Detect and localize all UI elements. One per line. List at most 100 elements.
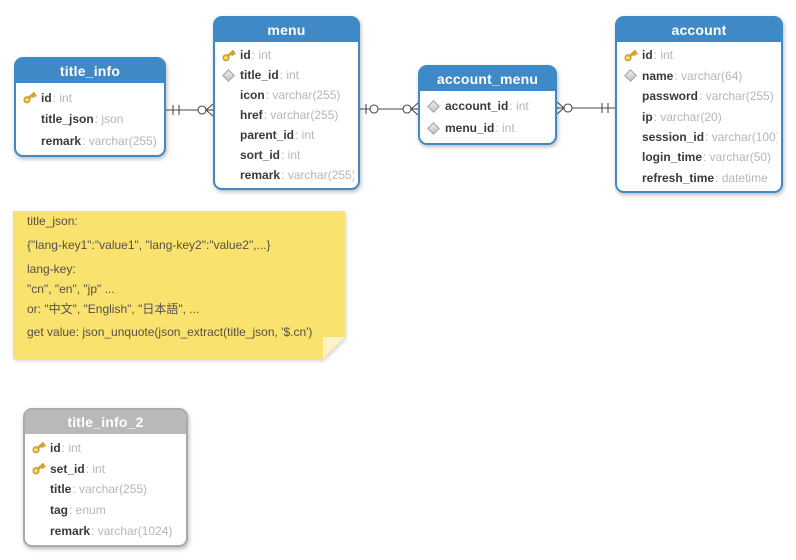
field-row-refresh_time[interactable]: refresh_time: datetime xyxy=(623,168,777,188)
field-name: href xyxy=(240,108,263,122)
field-row-menu_id[interactable]: menu_id: int xyxy=(426,118,551,138)
field-row-id[interactable]: id: int xyxy=(221,45,354,65)
field-row-id[interactable]: id: int xyxy=(31,438,182,458)
field-row-id[interactable]: id: int xyxy=(623,45,777,65)
field-row-tag[interactable]: tag: enum xyxy=(31,500,182,520)
field-name: title_id xyxy=(240,68,279,82)
field-type: : int xyxy=(295,128,315,142)
field-row-remark[interactable]: remark: varchar(1024) xyxy=(31,521,182,541)
field-type: : varchar(20) xyxy=(653,109,722,124)
field-name: id xyxy=(50,440,61,455)
field-row-title[interactable]: title: varchar(255) xyxy=(31,479,182,499)
field-name: refresh_time xyxy=(642,170,715,185)
field-name: sort_id xyxy=(240,148,281,162)
foreign-key-diamond-icon xyxy=(427,99,440,113)
field-name: name xyxy=(642,68,674,83)
field-name: account_id xyxy=(445,99,509,113)
field-row-login_time[interactable]: login_time: varchar(50) xyxy=(623,147,777,167)
field-name: title_json xyxy=(41,112,94,126)
field-row-parent_id[interactable]: parent_id: int xyxy=(221,125,354,145)
field-name: id xyxy=(240,48,251,62)
field-name: title xyxy=(50,482,72,497)
field-name: tag xyxy=(50,503,68,518)
field-row-name[interactable]: name: varchar(64) xyxy=(623,66,777,86)
field-row-sort_id[interactable]: sort_id: int xyxy=(221,145,354,165)
field-type: : int xyxy=(279,68,300,82)
primary-key-icon xyxy=(32,442,46,454)
table-title: account_menu xyxy=(420,67,555,93)
field-name: session_id xyxy=(642,129,705,144)
field-type: : int xyxy=(653,48,674,63)
field-type: : datetime xyxy=(715,170,768,185)
field-type: : varchar(255) xyxy=(699,89,774,104)
field-row-title_id[interactable]: title_id: int xyxy=(221,65,354,85)
field-row-ip[interactable]: ip: varchar(20) xyxy=(623,107,777,127)
sticky-note[interactable]: title_json: {"lang-key1":"value1", "lang-… xyxy=(13,211,345,359)
field-name: id xyxy=(642,48,653,63)
field-name: remark xyxy=(240,168,281,182)
note-line: lang-key: xyxy=(27,262,76,276)
primary-key-icon xyxy=(222,49,236,61)
field-row-account_id[interactable]: account_id: int xyxy=(426,96,551,116)
foreign-key-diamond-icon xyxy=(427,121,440,135)
note-line: title_json: xyxy=(27,214,78,228)
note-container: title_json: {"lang-key1":"value1", "lang-… xyxy=(13,203,345,359)
note-line: "cn", "en", "jp" ... xyxy=(27,282,115,296)
field-row-session_id[interactable]: session_id: varchar(100) xyxy=(623,127,777,147)
foreign-key-diamond-icon xyxy=(624,69,637,83)
table-title: account xyxy=(617,18,781,44)
field-type: : varchar(255) xyxy=(263,108,339,122)
field-type: : varchar(64) xyxy=(674,68,743,83)
field-type: : json xyxy=(94,112,124,126)
field-type: : int xyxy=(61,440,82,455)
relationship-title_info-menu[interactable] xyxy=(166,103,214,117)
field-type: : varchar(100) xyxy=(705,129,777,144)
field-name: parent_id xyxy=(240,128,295,142)
primary-key-icon xyxy=(32,463,46,475)
field-type: : int xyxy=(509,99,529,113)
relationship-menu-account_menu[interactable] xyxy=(360,102,419,116)
field-row-id[interactable]: id: int xyxy=(22,88,160,108)
field-type: : enum xyxy=(69,503,106,518)
field-type: : varchar(1024) xyxy=(91,524,173,539)
field-type: : int xyxy=(52,90,73,105)
field-type: : int xyxy=(85,461,106,476)
field-row-icon[interactable]: icon: varchar(255) xyxy=(221,85,354,105)
field-type: : varchar(255) xyxy=(72,482,148,497)
field-row-title_json[interactable]: title_json: json xyxy=(22,109,160,129)
field-name: icon xyxy=(240,88,265,102)
field-type: : int xyxy=(281,148,301,162)
field-row-href[interactable]: href: varchar(255) xyxy=(221,105,354,125)
field-row-set_id[interactable]: set_id: int xyxy=(31,459,182,479)
field-type: : int xyxy=(251,48,272,62)
field-name: remark xyxy=(41,133,82,148)
table-title: title_info_2 xyxy=(25,410,186,436)
note-line: {"lang-key1":"value1", "lang-key2":"valu… xyxy=(27,238,271,252)
relationship-account_menu-account[interactable] xyxy=(556,101,615,115)
field-name: login_time xyxy=(642,150,703,165)
field-row-remark[interactable]: remark: varchar(255) xyxy=(221,165,354,185)
field-type: : int xyxy=(495,121,515,135)
field-type: : varchar(255) xyxy=(281,168,354,182)
field-row-remark[interactable]: remark: varchar(255) xyxy=(22,131,160,151)
field-type: : varchar(50) xyxy=(703,150,772,165)
field-name: password xyxy=(642,89,699,104)
field-name: set_id xyxy=(50,461,85,476)
field-name: remark xyxy=(50,524,91,539)
table-title: menu xyxy=(215,18,358,44)
field-type: : varchar(255) xyxy=(82,133,157,148)
field-name: id xyxy=(41,90,52,105)
field-row-password[interactable]: password: varchar(255) xyxy=(623,86,777,106)
field-name: menu_id xyxy=(445,121,495,135)
